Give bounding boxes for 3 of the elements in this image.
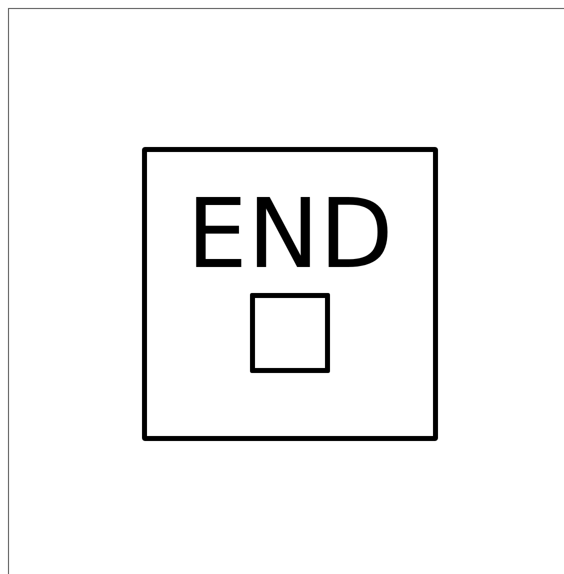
square-box [250, 293, 330, 373]
end-box [142, 147, 438, 441]
end-label: END [186, 186, 394, 282]
